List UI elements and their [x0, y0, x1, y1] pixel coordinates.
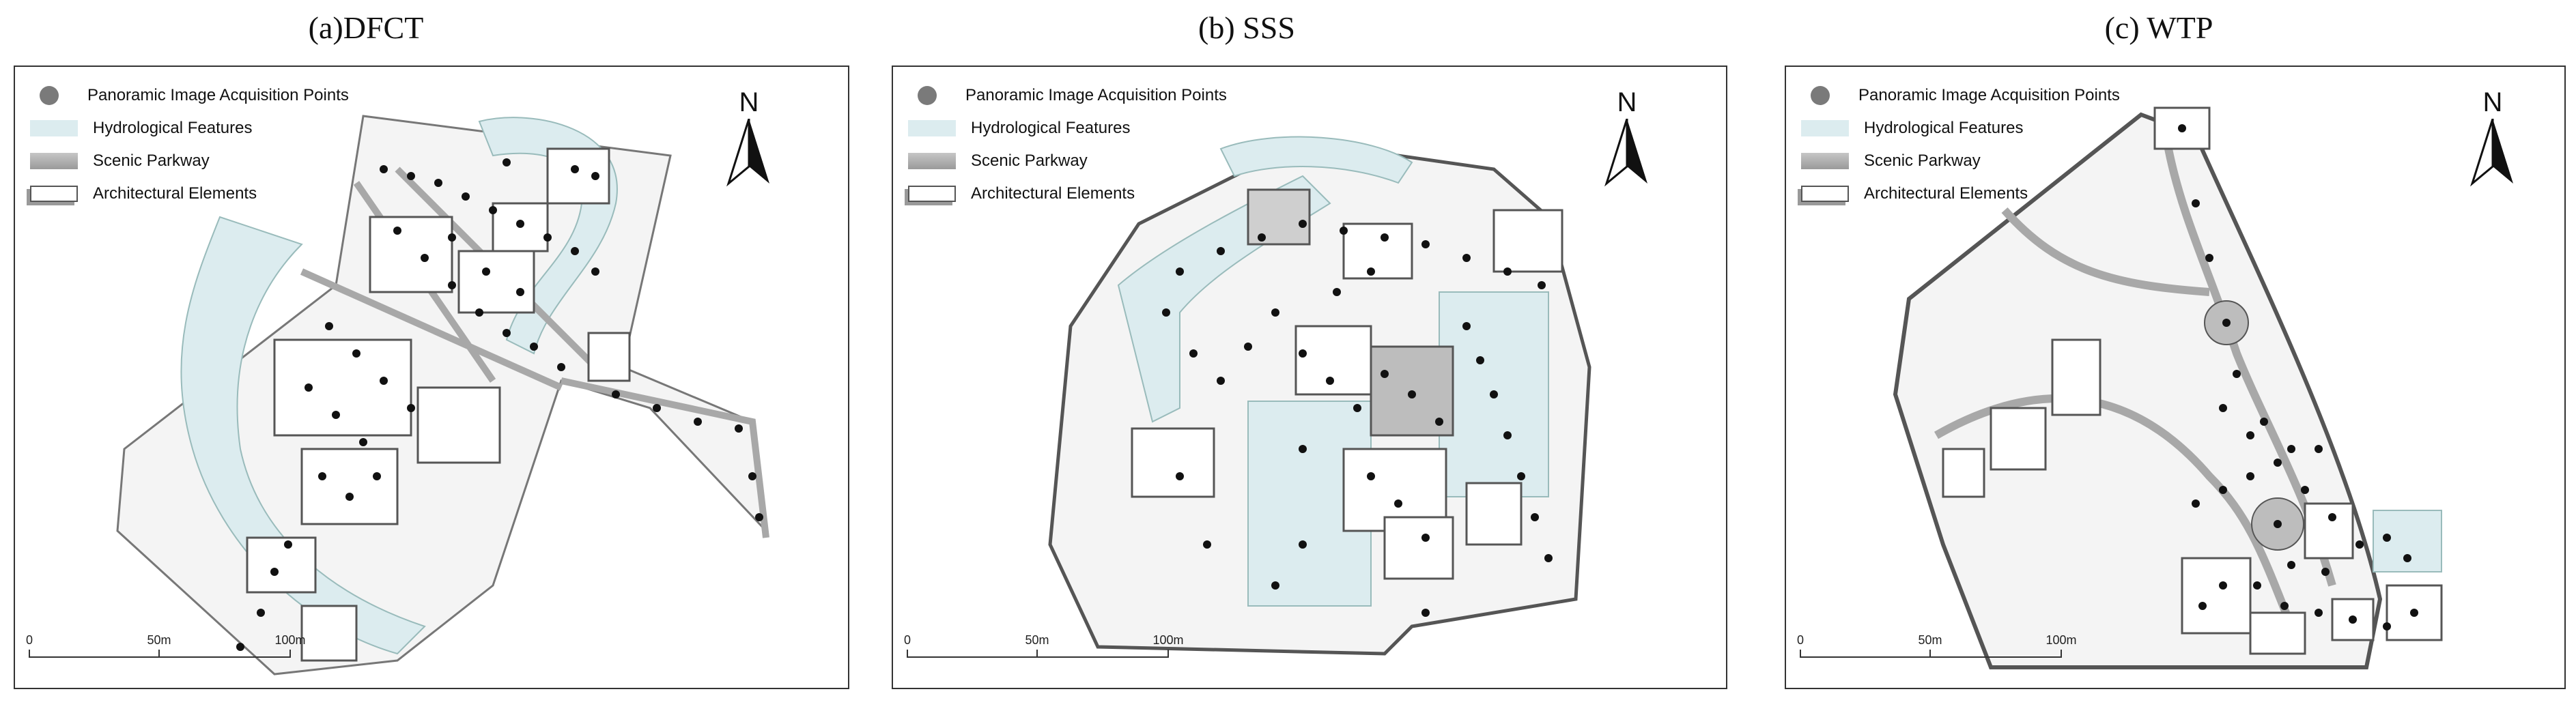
- acquisition-points: [236, 158, 763, 651]
- building-group: [1131, 188, 1563, 580]
- legend-item-points: Panoramic Image Acquisition Points: [30, 79, 349, 112]
- legend-a: Panoramic Image Acquisition Points Hydro…: [30, 79, 349, 210]
- parkway-swatch: [908, 153, 956, 169]
- north-label: N: [1617, 87, 1637, 117]
- architecture-swatch: [908, 186, 956, 202]
- legend-item-points: Panoramic Image Acquisition Points: [908, 79, 1227, 112]
- scale-bar-a: 0 50m 100m: [26, 633, 306, 674]
- point-icon: [918, 86, 937, 105]
- north-label: N: [2482, 87, 2503, 117]
- architecture-swatch: [1801, 186, 1849, 202]
- legend-b: Panoramic Image Acquisition Points Hydro…: [908, 79, 1227, 210]
- map-panel-wtp: Panoramic Image Acquisition Points Hydro…: [1785, 66, 2566, 689]
- acquisition-points: [2178, 124, 2418, 630]
- water-swatch: [30, 120, 78, 136]
- north-arrow-icon: N: [2469, 87, 2517, 190]
- legend-item-water: Hydrological Features: [30, 112, 349, 145]
- map-panel-sss: Panoramic Image Acquisition Points Hydro…: [892, 66, 1727, 689]
- legend-item-architecture: Architectural Elements: [30, 177, 349, 210]
- map-dfct-plan: [116, 115, 769, 676]
- legend-item-water: Hydrological Features: [1801, 112, 2120, 145]
- legend-item-parkway: Scenic Parkway: [1801, 145, 2120, 177]
- water-body: [180, 216, 426, 655]
- water-swatch: [1801, 120, 1849, 136]
- map-wtp-plan: [1893, 106, 2443, 669]
- water-body: [1117, 175, 1331, 423]
- panel-title-c: (c) WTP: [2104, 10, 2213, 45]
- parkway-swatch: [30, 153, 78, 169]
- legend-item-architecture: Architectural Elements: [908, 177, 1227, 210]
- map-panel-dfct: Panoramic Image Acquisition Points Hydro…: [14, 66, 849, 689]
- water-swatch: [908, 120, 956, 136]
- legend-item-architecture: Architectural Elements: [1801, 177, 2120, 210]
- point-icon: [1811, 86, 1830, 105]
- legend-c: Panoramic Image Acquisition Points Hydro…: [1801, 79, 2120, 210]
- building-group: [1942, 106, 2443, 655]
- panel-title-b: (b) SSS: [1198, 10, 1295, 45]
- north-label: N: [739, 87, 759, 117]
- building-group: [246, 147, 631, 662]
- parkway-swatch: [1801, 153, 1849, 169]
- water-body: [2373, 510, 2442, 572]
- water-north: [1219, 136, 1413, 184]
- point-icon: [40, 86, 59, 105]
- panel-title-a: (a)DFCT: [308, 10, 424, 45]
- legend-item-points: Panoramic Image Acquisition Points: [1801, 79, 2120, 112]
- north-arrow-icon: N: [1603, 87, 1651, 190]
- legend-item-parkway: Scenic Parkway: [908, 145, 1227, 177]
- scale-bar-c: 0 50m 100m: [1797, 633, 2077, 674]
- north-arrow-icon: N: [725, 87, 773, 190]
- legend-item-water: Hydrological Features: [908, 112, 1227, 145]
- map-sss-plan: [1048, 136, 1591, 656]
- scale-bar-b: 0 50m 100m: [904, 633, 1184, 674]
- legend-item-parkway: Scenic Parkway: [30, 145, 349, 177]
- architecture-swatch: [30, 186, 78, 202]
- acquisition-points: [1162, 220, 1553, 617]
